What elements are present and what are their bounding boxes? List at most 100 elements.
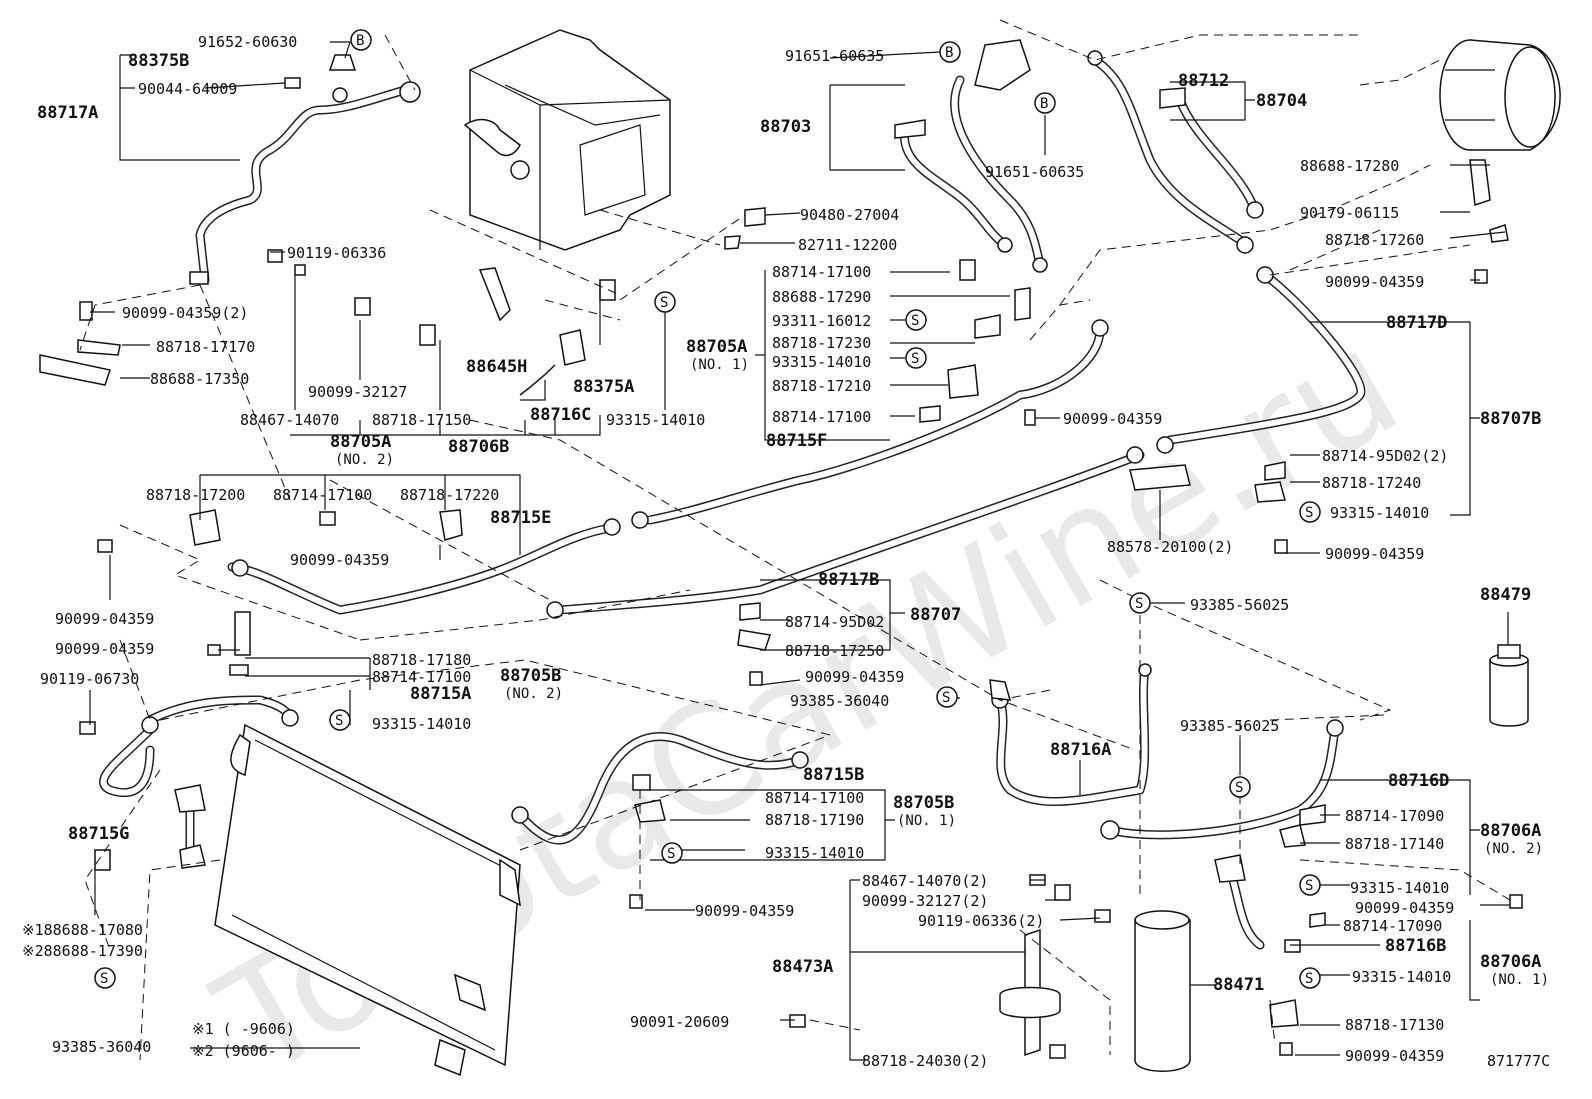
label-88714-17100-c: 88714-17100 (273, 486, 372, 504)
label-90480-27004: 90480-27004 (800, 206, 899, 224)
svg-text:S: S (1235, 780, 1243, 796)
label-93315-14010-b: 93315-14010 (772, 353, 871, 371)
label-88715g: 88715G (68, 824, 129, 844)
label-88716a: 88716A (1050, 740, 1111, 760)
label-88705a-no2: 88705A (330, 432, 391, 452)
label-88718-17230: 88718-17230 (772, 334, 871, 352)
label-88718-17250: 88718-17250 (785, 642, 884, 660)
marker-s-4: S (1299, 501, 1321, 523)
receiver-88471 (1134, 910, 1191, 1072)
label-88688-17280: 88688-17280 (1300, 157, 1399, 175)
label-88705b-no2: 88705B (500, 666, 561, 686)
marker-s-5: S (1129, 592, 1151, 614)
svg-text:B: B (945, 45, 953, 61)
label-88714-17100-b: 88714-17100 (772, 408, 871, 426)
pipes (99, 55, 1366, 950)
dashed-lines (79, 19, 1511, 1061)
label-88718-17220: 88718-17220 (400, 486, 499, 504)
label-90099-04359-d: 90099-04359 (1355, 899, 1454, 917)
label-88706b: 88706B (448, 437, 509, 457)
part-labels: 91652-60630 88375B 90044-64009 88717A 90… (22, 33, 1550, 1070)
label-93311-16012: 93311-16012 (772, 312, 871, 330)
label-88717a: 88717A (37, 103, 98, 123)
label-88703: 88703 (760, 117, 811, 137)
label-88705b-no2-sub: (NO. 2) (504, 686, 563, 702)
svg-text:S: S (100, 971, 108, 987)
label-88714-17100-a: 88714-17100 (772, 263, 871, 281)
label-88705b-no1: 88705B (893, 793, 954, 813)
label-88715b: 88715B (803, 765, 864, 785)
label-88705a-no1-sub: (NO. 1) (690, 357, 749, 373)
svg-text:S: S (1305, 971, 1313, 987)
label-88467-14070-2: 88467-14070(2) (862, 872, 988, 890)
marker-s-6: S (329, 709, 351, 731)
label-88718-17170: 88718-17170 (156, 338, 255, 356)
label-90119-06336-2: 90119-06336(2) (918, 912, 1044, 930)
label-88715f: 88715F (766, 431, 827, 451)
label-88705a-no2-sub: (NO. 2) (335, 452, 394, 468)
markers: B B B S S S S S S S S S S S S (94, 29, 1321, 989)
label-90099-04359-c2: 90099-04359 (805, 668, 904, 686)
svg-text:B: B (1040, 96, 1048, 112)
marker-s-8: S (1229, 776, 1251, 798)
label-93385-36040-a: 93385-36040 (790, 692, 889, 710)
marker-s-9: S (661, 842, 683, 864)
label-93315-14010-l: 93315-14010 (372, 715, 471, 733)
label-93385-36040-b: 93385-36040 (52, 1038, 151, 1056)
compressor (1439, 39, 1561, 151)
label-90044-64009: 90044-64009 (138, 80, 237, 98)
label-88706a-no2-sub: (NO. 2) (1484, 841, 1543, 857)
svg-text:S: S (1305, 878, 1313, 894)
label-82711-12200: 82711-12200 (798, 236, 897, 254)
label-90119-06336: 90119-06336 (287, 244, 386, 262)
label-88716b: 88716B (1385, 936, 1446, 956)
label-88714-95d02-2: 88714-95D02(2) (1322, 447, 1448, 465)
label-88718-17200: 88718-17200 (146, 486, 245, 504)
label-93315-14010-r: 93315-14010 (1330, 504, 1429, 522)
label-88714-17090-b: 88714-17090 (1343, 917, 1442, 935)
label-88718-17150: 88718-17150 (372, 411, 471, 429)
label-90099-04359-r2: 90099-04359 (1325, 545, 1424, 563)
label-93315-14010-f: 93315-14010 (765, 844, 864, 862)
label-88714-17100-d: 88714-17100 (372, 668, 471, 686)
marker-s-1: S (654, 291, 676, 313)
label-88714-17090-a: 88714-17090 (1345, 807, 1444, 825)
diagram-code: 871777C (1487, 1052, 1550, 1070)
marker-s-3: S (905, 347, 927, 369)
label-93385-56025-a: 93385-56025 (1190, 596, 1289, 614)
label-88718-17240: 88718-17240 (1322, 474, 1421, 492)
svg-text:S: S (660, 295, 668, 311)
label-93315-14010-top: 93315-14010 (606, 411, 705, 429)
marker-s-2: S (905, 309, 927, 331)
label-90099-04359-c: 90099-04359 (290, 551, 389, 569)
label-88688-17390: ※288688-17390 (22, 942, 143, 960)
label-88718-24030-2: 88718-24030(2) (862, 1052, 988, 1070)
marker-s-10: S (1299, 874, 1321, 896)
label-90099-04359-2: 90099-04359(2) (122, 304, 248, 322)
label-88467-14070: 88467-14070 (240, 411, 339, 429)
label-90099-04359-l1: 90099-04359 (55, 610, 154, 628)
label-91651-60635-b: 91651-60635 (985, 163, 1084, 181)
marker-s-11: S (1299, 967, 1321, 989)
label-88718-17190: 88718-17190 (765, 811, 864, 829)
label-88718-17130: 88718-17130 (1345, 1016, 1444, 1034)
label-91651-60635-a: 91651-60635 (785, 47, 884, 65)
label-88479: 88479 (1480, 585, 1531, 605)
note-1: ※1 ( -9606) (192, 1020, 295, 1038)
fittings (39, 39, 1523, 1059)
label-90099-04359-l2: 90099-04359 (55, 640, 154, 658)
label-88714-95d02: 88714-95D02 (785, 613, 884, 631)
marker-b-1: B (350, 29, 372, 51)
label-88688-17080: ※188688-17080 (22, 921, 143, 939)
desiccant-88479 (1489, 644, 1529, 727)
label-88704: 88704 (1256, 91, 1307, 111)
leader-lines (89, 41, 1510, 1061)
label-88375b: 88375B (128, 51, 189, 71)
evaporator-unit (463, 29, 671, 251)
svg-text:S: S (911, 313, 919, 329)
label-88645h: 88645H (466, 357, 527, 377)
label-88375a: 88375A (573, 377, 634, 397)
label-88706a-no1-sub: (NO. 1) (1490, 972, 1549, 988)
label-88717d: 88717D (1386, 313, 1447, 333)
